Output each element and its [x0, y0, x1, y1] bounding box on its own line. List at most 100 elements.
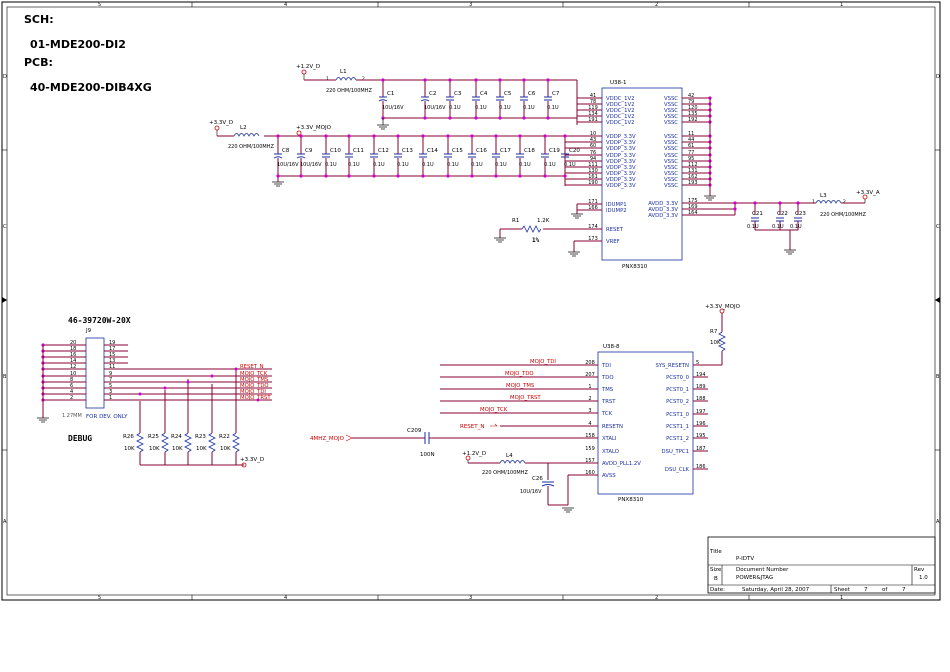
pin-number: 135: [688, 111, 698, 117]
pin-number: 166: [588, 205, 598, 211]
pin-number: 119: [588, 105, 598, 111]
l3-value: 220 OHM/100MHZ: [820, 212, 866, 218]
pin-number: 5: [696, 360, 699, 366]
connector-pin: 16: [41, 352, 86, 359]
pin-name: TCK: [601, 411, 613, 417]
pin-number: 157: [585, 458, 595, 464]
resistor-value: 10K: [172, 446, 183, 452]
net-label: MOJO_TMS: [506, 383, 535, 389]
pin-name: PCST0_1: [666, 387, 689, 393]
title-block: Title P-IDTV Size B Document Number POWE…: [707, 536, 936, 594]
cap-ref: C11: [353, 148, 364, 154]
pin-name: TDO: [601, 375, 613, 381]
capacitor: C60.1U: [520, 78, 536, 120]
connector-pin: 15: [104, 352, 128, 358]
pin-number: 175: [688, 198, 698, 204]
edge-arrow-right: [935, 297, 940, 303]
pin-name: IDUMP1: [606, 202, 627, 208]
row-mark: B: [936, 374, 940, 380]
pin-number: 192: [688, 117, 698, 123]
pin-name: RESETN: [602, 424, 623, 430]
pin-name: VDDC_1V2: [606, 102, 635, 108]
cap-ref: C9: [305, 148, 313, 154]
cap-ref: C15: [452, 148, 463, 154]
pin-number: 171: [588, 199, 598, 205]
power-section: +1.2V_D +3.3V_D +3.3V_MOJO L1 220 OHM/10…: [209, 64, 880, 270]
u38-8-ref: U38-8: [603, 344, 620, 350]
cap-value: 0.1U: [422, 162, 434, 168]
pin-name: VDDC_1V2: [606, 120, 635, 126]
capacitor: C70.1U: [544, 78, 560, 120]
inductor-l2: L2 220 OHM/100MHZ: [217, 125, 274, 150]
resistor-value: 10K: [124, 446, 135, 452]
pin-name: TDI: [601, 363, 611, 369]
ground-symbol: [272, 181, 284, 187]
cap-ref: C21: [752, 211, 763, 217]
rail-3v3d: +3.3V_D: [209, 120, 233, 136]
cap-value: 10U/16V: [277, 162, 299, 168]
col-mark: 5: [98, 2, 101, 8]
pin-name: DSU_TPC1: [662, 449, 689, 455]
pin-number: 173: [588, 236, 598, 242]
pin-name: VSSC: [664, 120, 678, 126]
cap-value: 0.1U: [495, 162, 507, 168]
ground-symbol: [494, 213, 583, 257]
u38-1-ref: U38-1: [610, 80, 627, 86]
svg-text:2: 2: [843, 199, 846, 205]
connector-pin: 12: [41, 364, 86, 371]
pin-number: 2: [588, 396, 591, 402]
pin-number: 174: [588, 224, 598, 230]
cap-ref: C7: [552, 91, 560, 97]
cap-ref: C6: [528, 91, 536, 97]
r1-ref: R1: [512, 218, 519, 224]
l4-rail: +1.2V_D: [462, 451, 486, 457]
connector-pin: 4: [41, 389, 86, 396]
sch-label: SCH:: [24, 13, 54, 26]
pin-number: 207: [585, 372, 595, 378]
header-part-number: 46-39720W-20X: [68, 316, 131, 325]
capacitor: C50.1U: [496, 78, 512, 120]
col-mark: 4: [284, 595, 287, 601]
cap-value: 0.1U: [447, 162, 459, 168]
pin-name: VSSC: [664, 165, 678, 171]
rail-1v2: +1.2V_D: [296, 64, 320, 80]
pin-number: 11: [688, 131, 694, 137]
ground-symbol: [562, 507, 574, 513]
connector-pin: 5: [104, 383, 170, 389]
rail-label: +1.2V_D: [296, 64, 320, 70]
resistor-ref: R22: [219, 434, 230, 440]
pcb-label: PCB:: [24, 56, 53, 69]
svg-text:1: 1: [326, 76, 329, 82]
pin-number: 187: [696, 446, 706, 452]
cap-ref: C4: [480, 91, 488, 97]
l4-value: 220 OHM/100MHZ: [482, 470, 528, 476]
sheets-value: 7: [902, 587, 906, 593]
dev-note: FOR DEV. ONLY: [86, 414, 128, 420]
u38-1-part: PNX8310: [622, 264, 648, 270]
pin-number: 1: [109, 395, 112, 401]
pin-number: 6: [70, 383, 73, 389]
connector-pin: 11: [104, 364, 170, 370]
pin-name: VSSC: [664, 102, 678, 108]
rail-3v3mojo: +3.3V_MOJO: [296, 125, 332, 136]
